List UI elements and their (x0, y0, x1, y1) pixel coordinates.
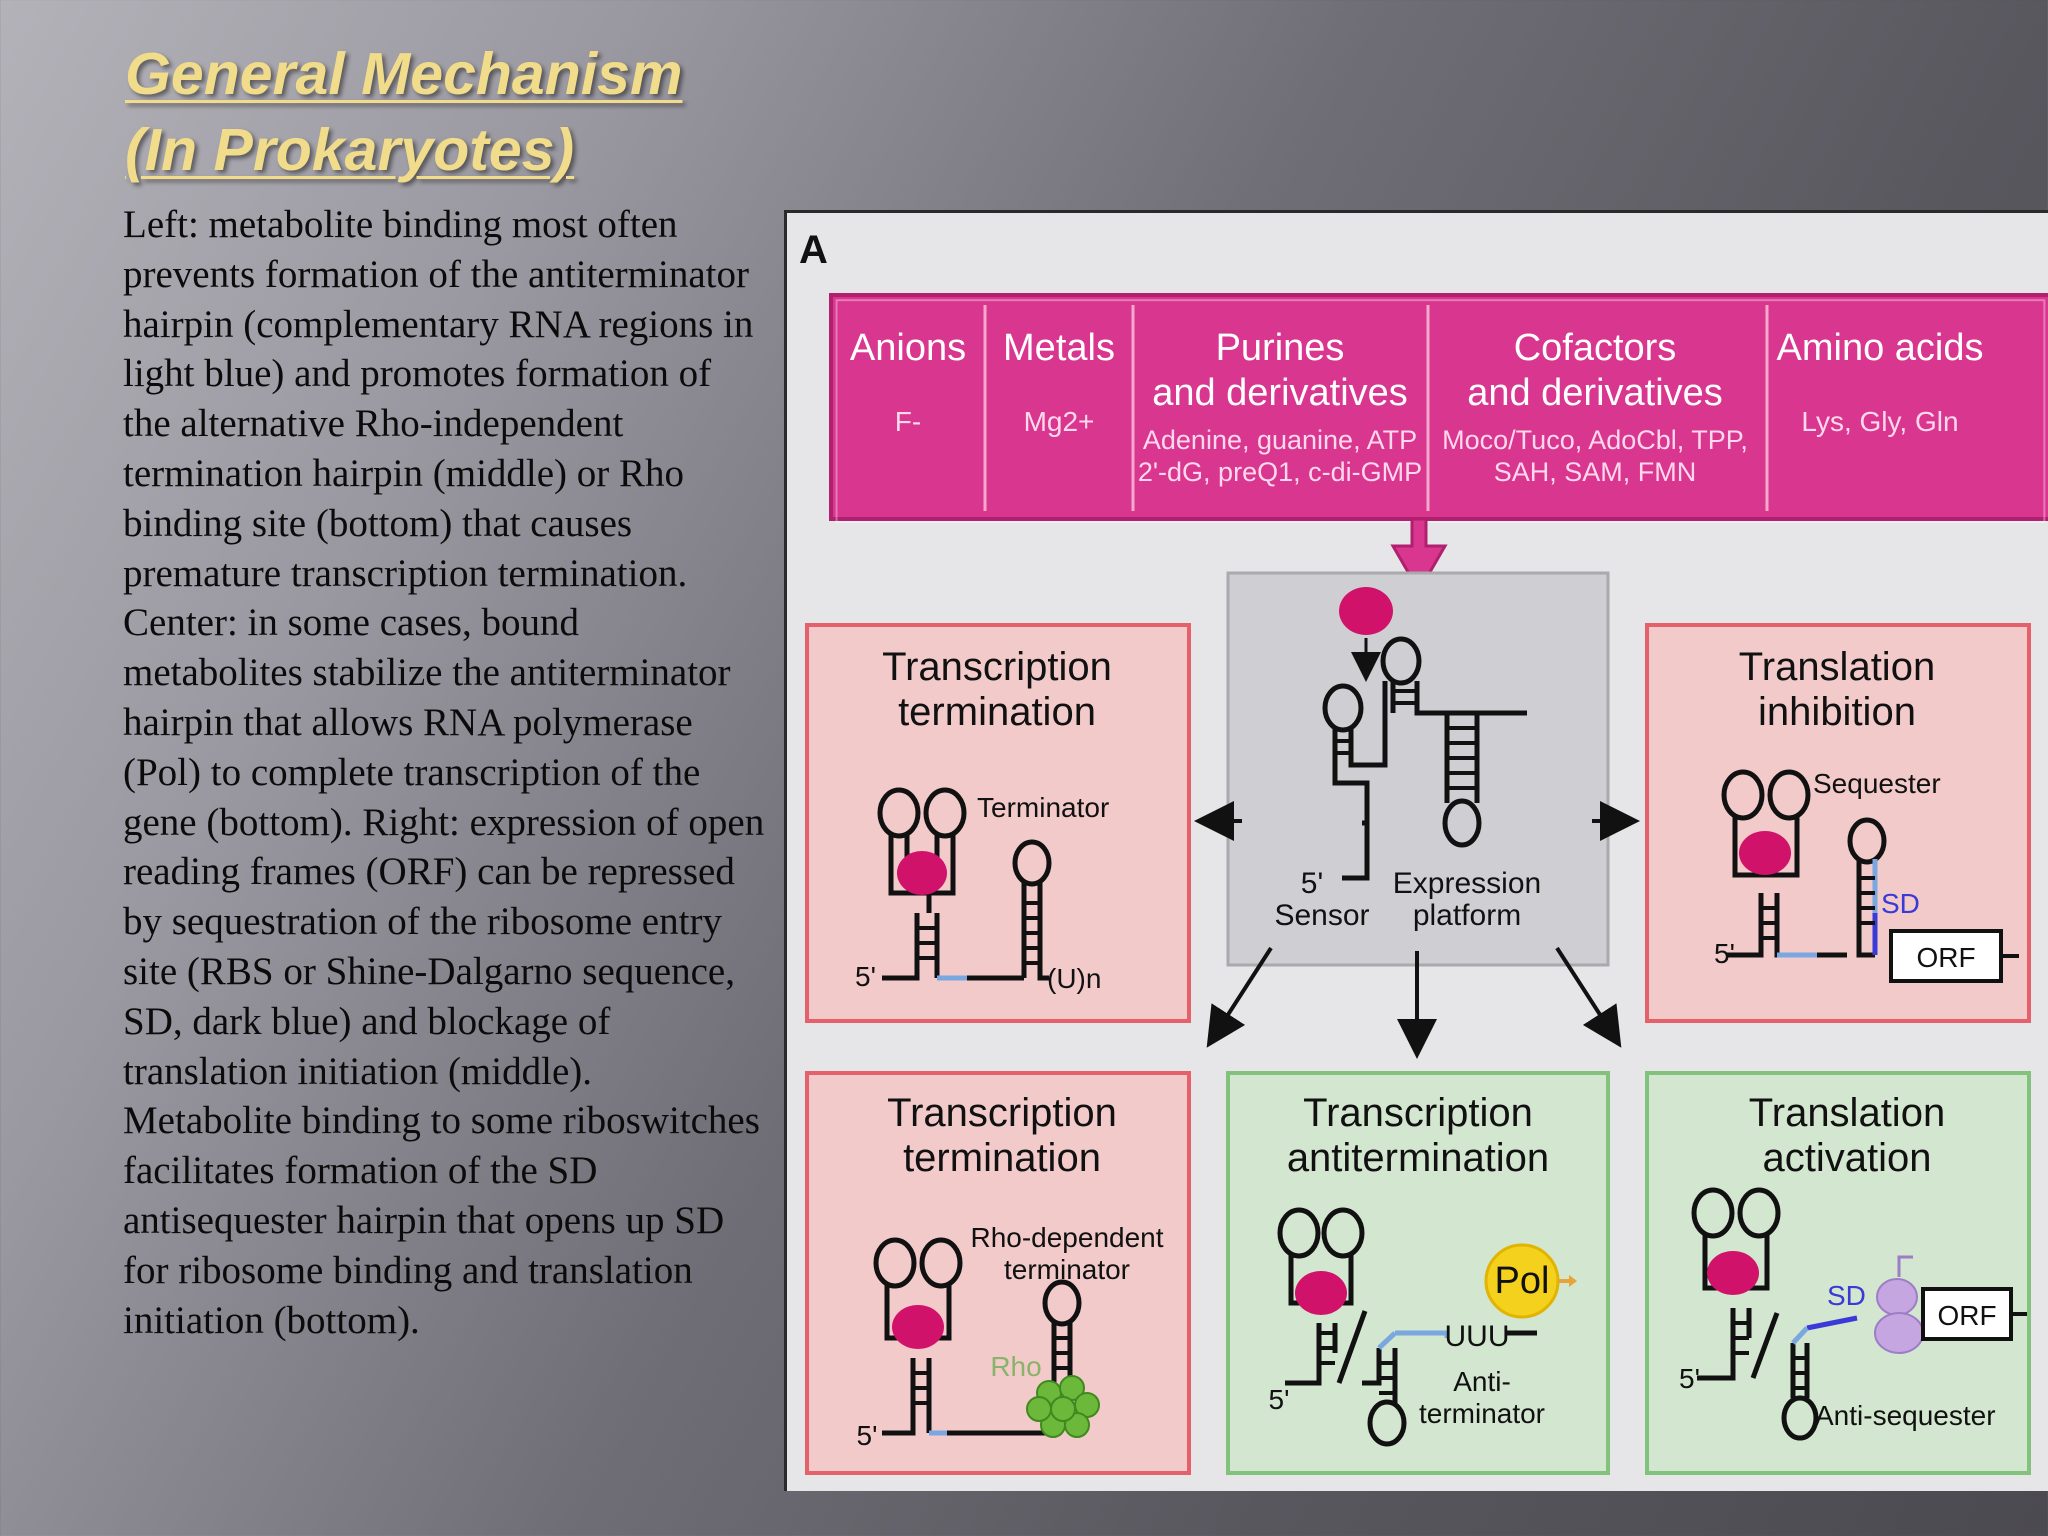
center-five-prime: 5' (1301, 867, 1323, 900)
bl-five-prime: 5' (857, 1420, 878, 1451)
rho-protein-icon (1026, 1375, 1100, 1438)
br-orf-label: ORF (1937, 1300, 1996, 1331)
bc-title-1: Transcription (1303, 1091, 1533, 1135)
ligand-example-metals: Mg2+ (1024, 406, 1095, 437)
panel-label: A (799, 228, 828, 272)
ligand-class-purines-sub: and derivatives (1152, 372, 1408, 414)
bc-uuu-label: UUU (1445, 1320, 1510, 1353)
br-five-prime: 5' (1679, 1363, 1700, 1394)
ligand-binding-arrow (1390, 517, 1448, 594)
ligand-class-purines: Purines (1216, 327, 1345, 369)
bl-rho-dependent-label-1: Rho-dependent (970, 1222, 1163, 1253)
ligand-icon (1707, 1251, 1759, 1295)
bc-five-prime: 5' (1269, 1384, 1290, 1415)
br-sd-label: SD (1827, 1280, 1866, 1311)
ligand-example-amino-acids: Lys, Gly, Gln (1801, 406, 1958, 437)
ligand-example-purines-1: Adenine, guanine, ATP (1143, 425, 1417, 455)
ligand-example-cofactors-1: Moco/Tuco, AdoCbl, TPP, (1442, 425, 1748, 455)
box-transcription-termination-rho: Transcription termination Rho-dependent … (805, 1071, 1191, 1475)
tl-title-2: termination (898, 690, 1096, 734)
box-transcription-antitermination: Transcription antitermination Pol (1226, 1071, 1610, 1475)
tl-un-label: (U)n (1047, 963, 1101, 994)
tl-five-prime: 5' (855, 961, 876, 992)
box-translation-activation: Translation activation SD (1645, 1071, 2031, 1475)
bl-title-2: termination (903, 1136, 1101, 1180)
bc-pol-label: Pol (1495, 1260, 1550, 1302)
ligand-icon (897, 851, 947, 895)
tr-sequester-label: Sequester (1813, 768, 1941, 799)
center-expression-label-2: platform (1413, 899, 1521, 932)
ligand-icon (1739, 831, 1791, 875)
ligand-example-cofactors-2: SAH, SAM, FMN (1494, 457, 1697, 487)
br-title-1: Translation (1749, 1091, 1945, 1135)
ligand-icon (1339, 587, 1393, 635)
title-line-2: (In Prokaryotes) (125, 117, 575, 183)
ligand-class-amino-acids: Amino acids (1777, 327, 1984, 369)
box-transcription-termination-top: Transcription termination Terminator (U)… (805, 623, 1191, 1023)
title-line-1: General Mechanism (125, 41, 683, 107)
tr-sd-label: SD (1881, 888, 1920, 919)
tr-five-prime: 5' (1714, 938, 1735, 969)
ligand-example-anions: F- (895, 406, 921, 437)
bl-rho-label: Rho (990, 1351, 1041, 1382)
ligand-class-metals: Metals (1003, 327, 1115, 369)
riboswitch-figure: A Anions F- Metals Mg2+ Purines and deri… (784, 210, 2048, 1491)
tl-title-1: Transcription (882, 645, 1112, 689)
bc-anti-label-2: terminator (1419, 1398, 1545, 1429)
body-text: Left: metabolite binding most often prev… (123, 203, 765, 1342)
rna-polymerase-icon (1484, 1243, 1577, 1319)
tr-title-1: Translation (1739, 645, 1935, 689)
ligand-class-banner: Anions F- Metals Mg2+ Purines and deriva… (829, 293, 2048, 523)
br-anti-sequester-label: Anti-sequester (1815, 1400, 1996, 1431)
br-title-2: activation (1763, 1136, 1932, 1180)
bl-title-1: Transcription (887, 1091, 1117, 1135)
box-translation-inhibition: Translation inhibition Sequester SD ORF … (1645, 623, 2031, 1023)
ligand-class-cofactors: Cofactors (1514, 327, 1677, 369)
ligand-icon (892, 1305, 944, 1349)
ribosome-icon (1874, 1255, 1924, 1354)
ligand-example-purines-2: 2'-dG, preQ1, c-di-GMP (1138, 457, 1422, 487)
pathway-arrows (1194, 801, 1640, 1059)
ligand-class-cofactors-sub: and derivatives (1467, 372, 1723, 414)
riboswitch-center: 5' Sensor Expression platform (1226, 571, 1610, 967)
tr-orf-label: ORF (1916, 942, 1975, 973)
center-expression-label-1: Expression (1393, 867, 1541, 900)
ligand-class-anions: Anions (850, 327, 966, 369)
slide-title: General Mechanism (In Prokaryotes) (125, 36, 682, 188)
tr-title-2: inhibition (1758, 690, 1916, 734)
tl-terminator-label: Terminator (977, 792, 1109, 823)
center-sensor-label: Sensor (1274, 899, 1369, 932)
bc-title-2: antitermination (1287, 1136, 1549, 1180)
bc-anti-label-1: Anti- (1453, 1366, 1511, 1397)
ligand-icon (1295, 1271, 1347, 1315)
bl-rho-dependent-label-2: terminator (1004, 1254, 1130, 1285)
